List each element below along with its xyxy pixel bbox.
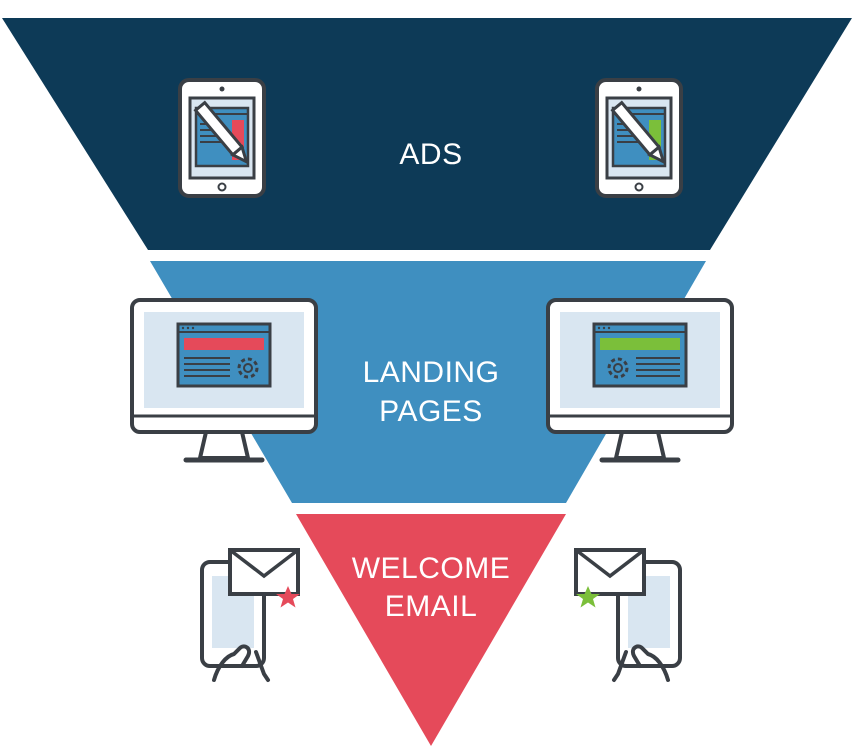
desktop-landing-page-green-icon: [546, 298, 734, 463]
tablet-ad-green-icon: [595, 78, 683, 198]
welcome-email-stage: [296, 514, 566, 746]
landing-pages-label-line2: PAGES: [379, 395, 483, 428]
phone-email-green-star-icon: [574, 548, 682, 682]
welcome-email-label-line2: EMAIL: [385, 590, 478, 623]
landing-pages-label-line1: LANDING: [363, 356, 500, 389]
ads-stage: [2, 18, 852, 250]
ads-label: ADS: [399, 138, 462, 171]
desktop-landing-page-red-icon: [130, 298, 318, 463]
welcome-email-label-line1: WELCOME: [352, 552, 511, 585]
tablet-ad-red-icon: [178, 78, 266, 198]
phone-email-red-star-icon: [200, 548, 300, 682]
